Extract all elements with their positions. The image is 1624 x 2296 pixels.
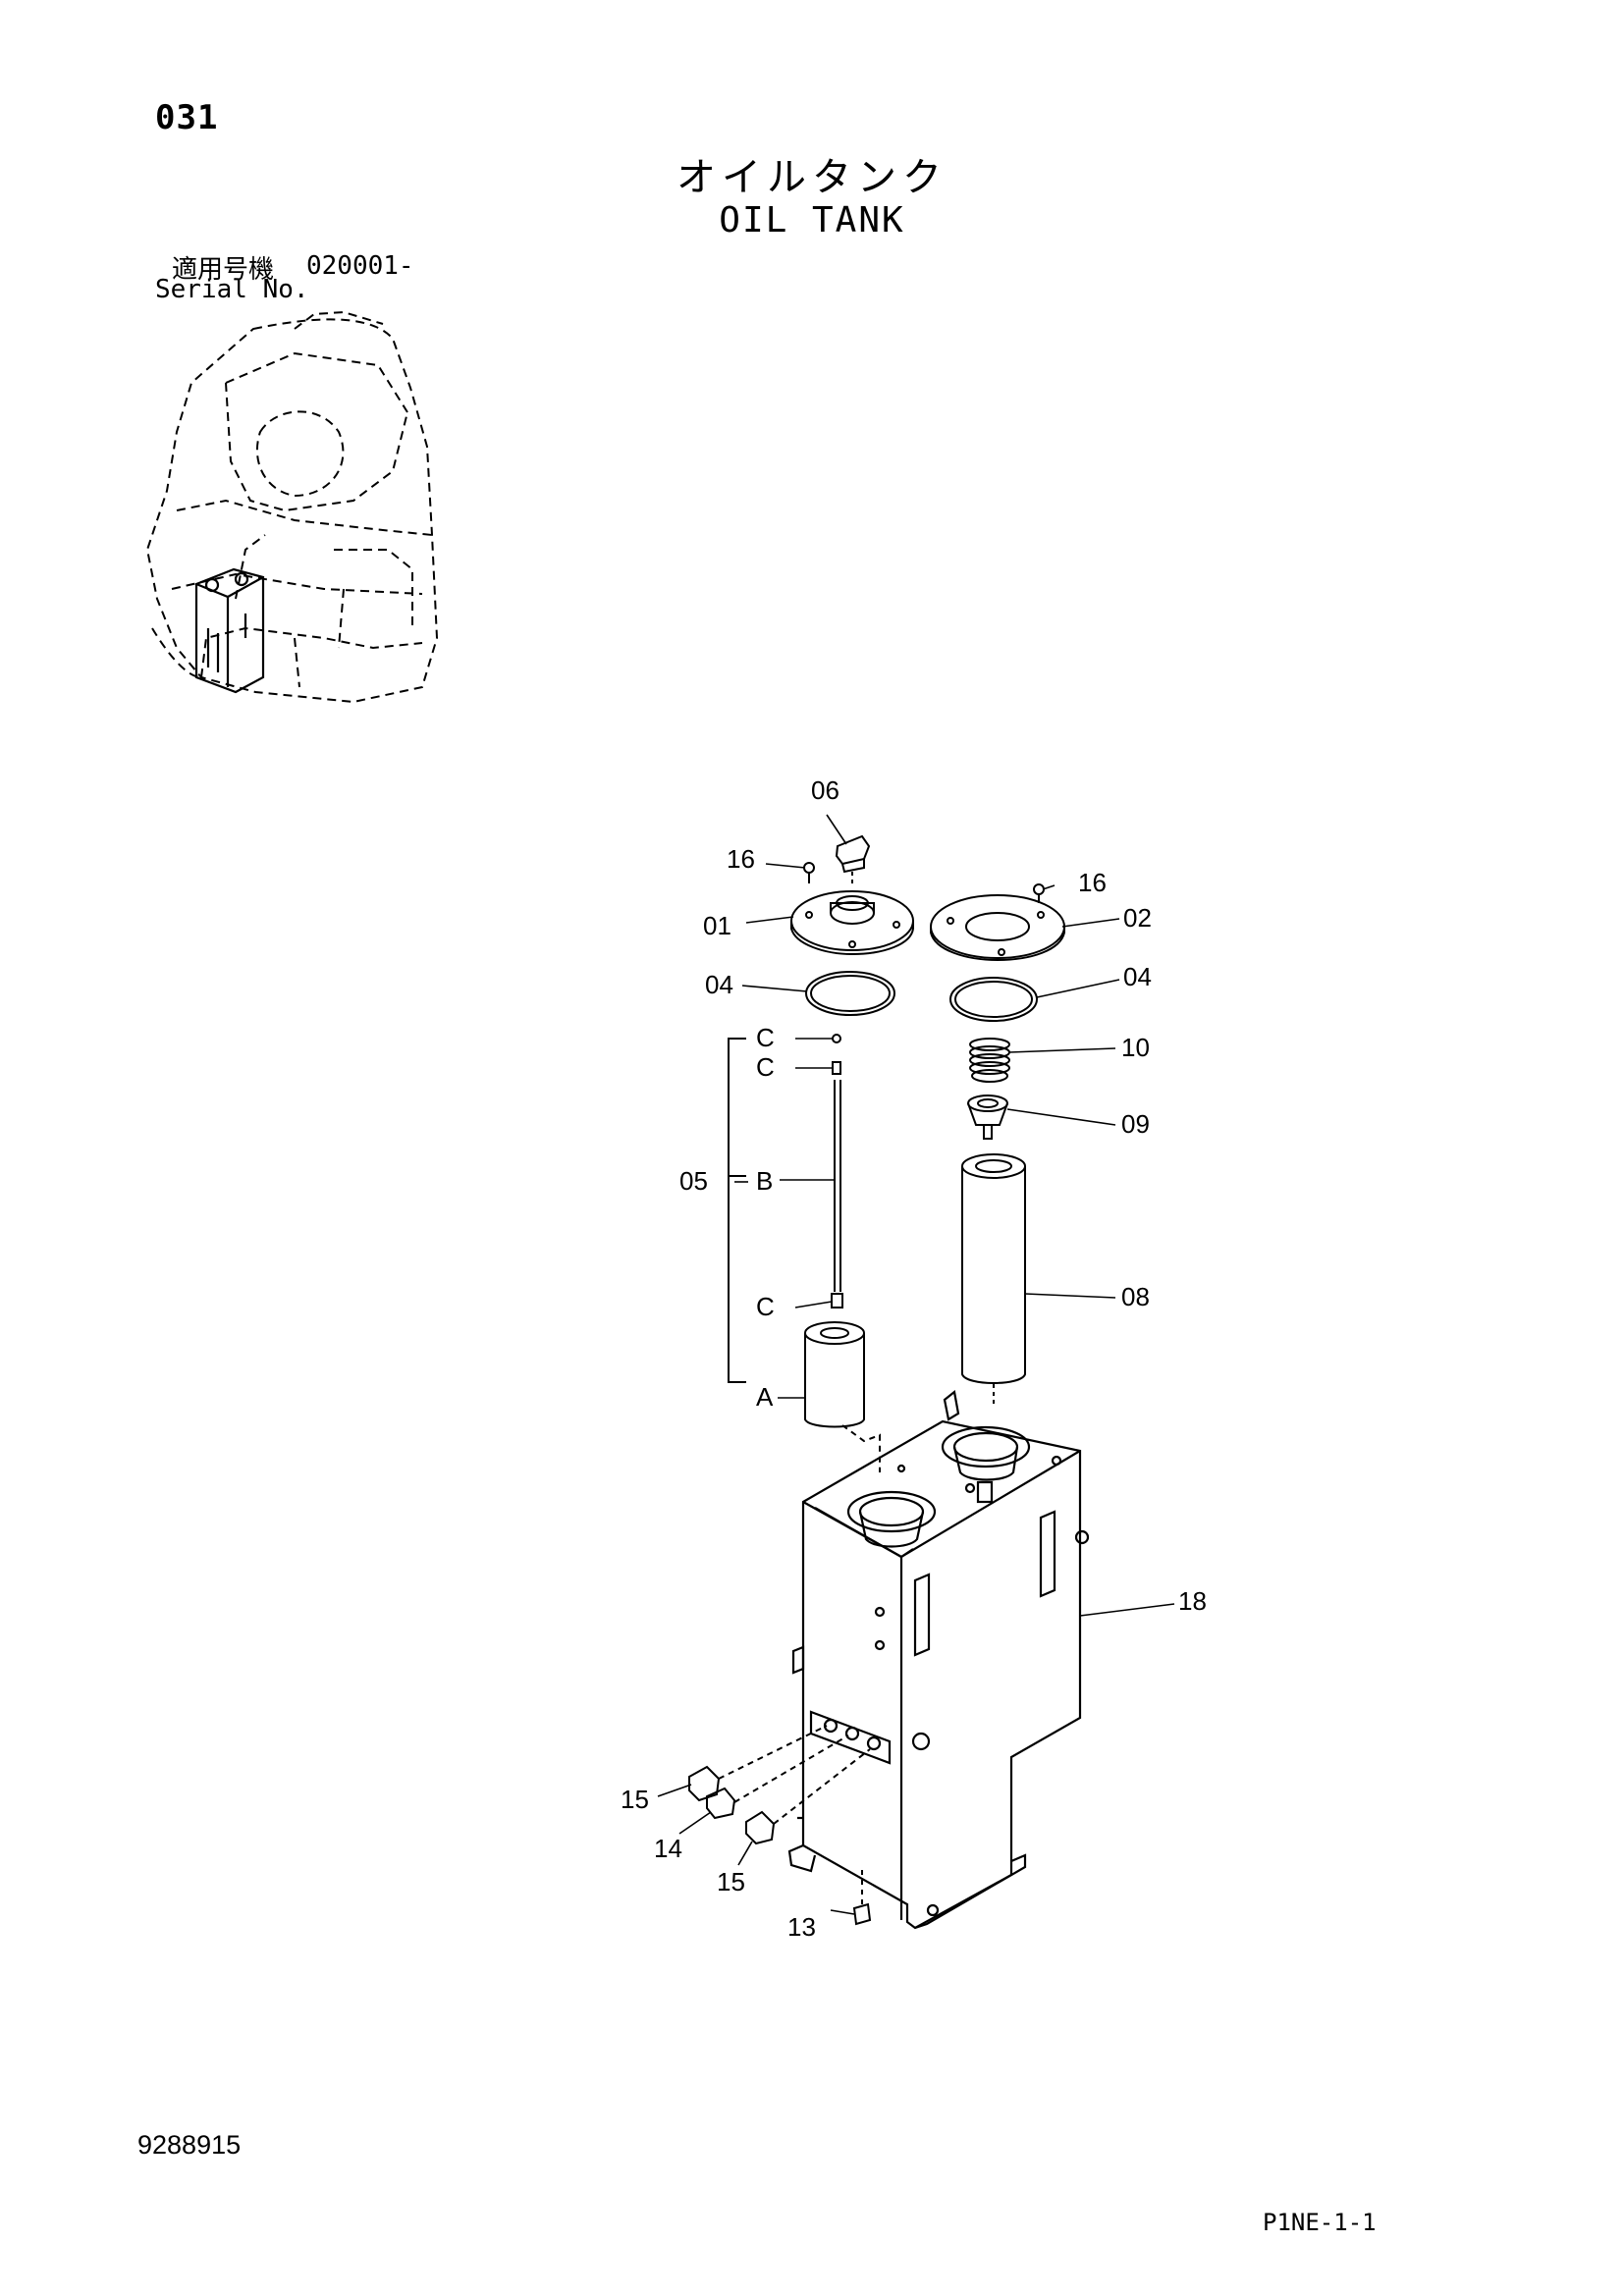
page-number: 031 (155, 98, 219, 137)
o-ring-part-04-right (949, 977, 1038, 1022)
callout-sub-b: B (756, 1166, 773, 1196)
callout-04-right: 04 (1123, 962, 1152, 991)
spring-part-10 (969, 1038, 1010, 1083)
serial-label-japanese: 適用号機 (172, 255, 275, 285)
page-code: P1NE-1-1 (1263, 2209, 1377, 2236)
callout-16-left: 16 (727, 844, 755, 874)
callout-08: 08 (1121, 1282, 1150, 1311)
callout-04-left: 04 (705, 970, 733, 999)
serial-label-english: Serial No. (155, 275, 309, 304)
callout-01: 01 (703, 911, 731, 940)
leader-lines (657, 814, 1175, 1915)
plug-part-15-left (688, 1725, 828, 1802)
cover-plate-part-02 (930, 894, 1065, 962)
tank-body-part-18 (787, 1389, 1090, 1930)
callout-10: 10 (1121, 1033, 1150, 1062)
callout-09: 09 (1121, 1109, 1150, 1139)
o-ring-part-04-left (805, 971, 895, 1016)
callout-sub-c-1: C (756, 1023, 775, 1052)
callout-16-right: 16 (1078, 868, 1107, 897)
cover-plate-part-01 (790, 890, 914, 956)
bolt-part-16-left (803, 862, 815, 883)
callout-sub-a: A (756, 1382, 774, 1412)
callout-02: 02 (1123, 903, 1152, 933)
callout-06: 06 (811, 775, 839, 805)
callout-14: 14 (654, 1834, 682, 1863)
callout-13: 13 (787, 1912, 816, 1942)
callout-05: 05 (679, 1166, 708, 1196)
cap-part-06 (835, 834, 871, 874)
callout-18: 18 (1178, 1586, 1207, 1616)
page-title-english: OIL TANK (719, 200, 905, 240)
filter-element-part-08 (961, 1153, 1026, 1404)
drain-plug-part-13 (852, 1867, 872, 1926)
callout-15-left: 15 (621, 1785, 649, 1814)
page-title-japanese: オイルタンク (677, 155, 947, 200)
callout-sub-c-2: C (756, 1052, 775, 1082)
valve-part-09 (967, 1095, 1008, 1140)
machine-location-thumbnail (145, 310, 439, 704)
callout-sub-c-3: C (756, 1292, 775, 1321)
serial-range-value: 020001- (306, 251, 414, 281)
callout-labels: 06 16 01 04 16 02 04 10 09 08 18 05 C C … (621, 775, 1207, 1942)
oil-tank-drawing (657, 814, 1175, 1930)
strainer-assembly-part-05 (728, 1034, 881, 1472)
callout-15-right: 15 (717, 1867, 745, 1896)
plug-part-14 (706, 1735, 849, 1820)
document-number: 9288915 (137, 2130, 242, 2160)
plug-part-15-right (745, 1748, 871, 1845)
